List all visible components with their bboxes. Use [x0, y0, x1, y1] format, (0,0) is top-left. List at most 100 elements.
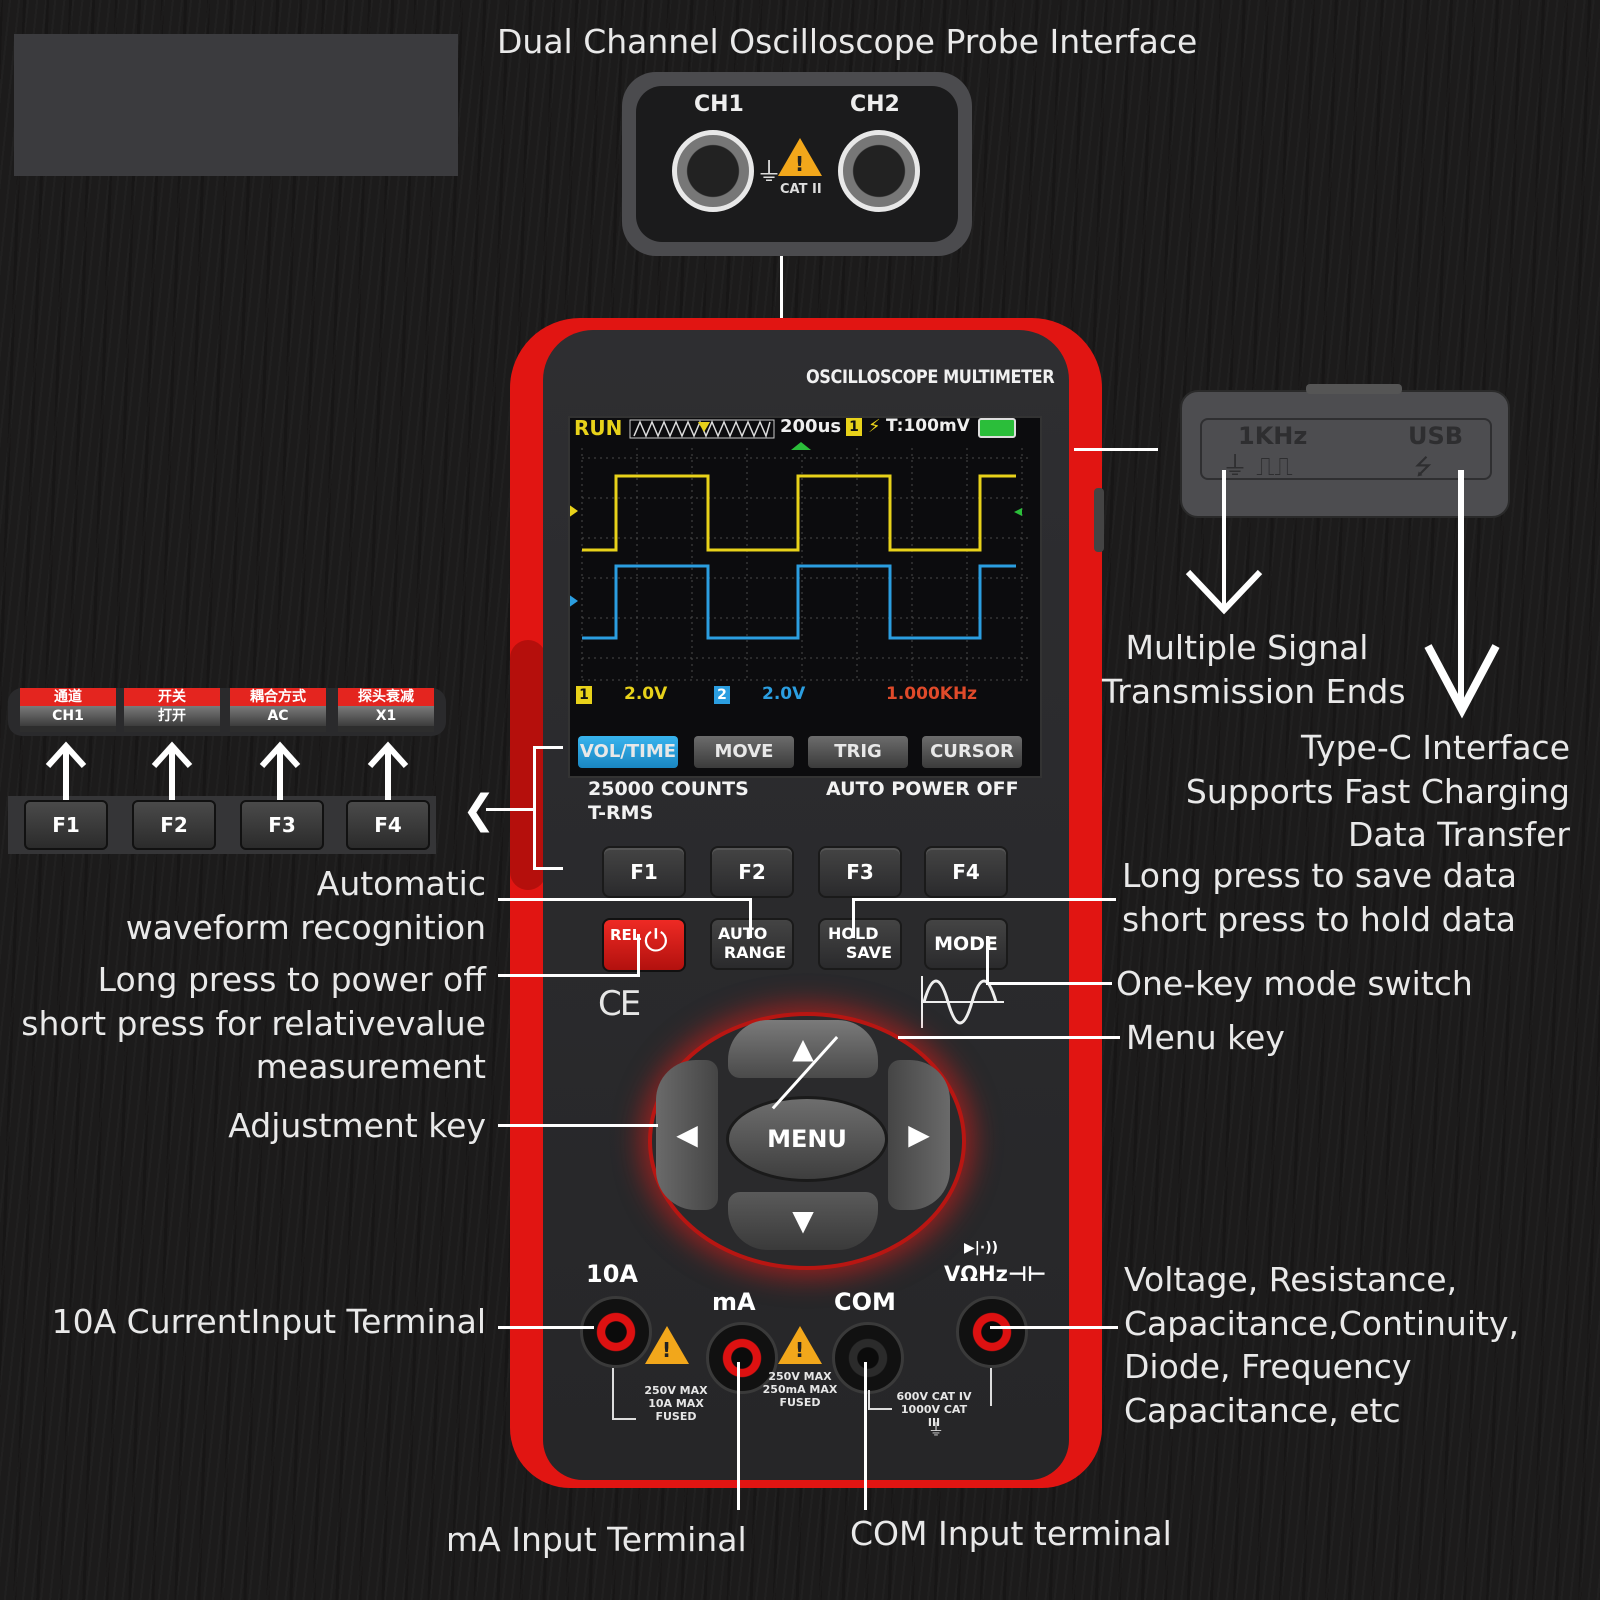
callout-multiple-signal: Multiple Signal Transmission Ends: [1102, 628, 1406, 711]
softkey-vol-time[interactable]: VOL/TIME: [578, 736, 678, 768]
f3-button[interactable]: F3: [818, 846, 902, 898]
ce-mark: CE: [598, 984, 641, 1024]
auto-range-label-1: AUTO: [718, 924, 768, 943]
ch2-waveform: [582, 564, 1016, 640]
hold-save-button[interactable]: HOLD SAVE: [818, 918, 902, 970]
menu-button[interactable]: MENU: [726, 1096, 888, 1182]
right-arrow-icon: ▶: [908, 1118, 930, 1151]
zoom-f3-button[interactable]: F3: [240, 800, 324, 850]
ch2-scale: 2.0V: [762, 684, 806, 704]
waveform-mode-icon: [921, 976, 1004, 1028]
rel-label: REL: [610, 926, 642, 944]
warning-icon-1: [645, 1326, 689, 1364]
counts-spec: 25000 COUNTS: [588, 778, 749, 800]
square-wave-icon: ⏚ ⎍⎍: [1222, 452, 1293, 482]
softkey-move[interactable]: MOVE: [694, 736, 794, 768]
dpad-right-button[interactable]: ▶: [888, 1060, 950, 1210]
ch1-badge: 1: [576, 686, 592, 704]
callout-10a: 10A CurrentInput Terminal: [51, 1302, 486, 1341]
zoom-up-arrows: [45, 741, 409, 802]
softkey-cursor[interactable]: CURSOR: [922, 736, 1022, 768]
device-title: OSCILLOSCOPE MULTIMETER: [806, 366, 1055, 388]
trigger-channel-badge: 1: [846, 418, 862, 436]
label-v: VΩHz⊣⊢: [944, 1262, 1047, 1286]
ground-symbol-icon: ⏚: [928, 1420, 945, 1439]
side-port-bump: [1094, 488, 1104, 552]
hold-save-label-2: SAVE: [845, 943, 892, 962]
trigger-level: T:100mV: [886, 416, 970, 436]
label-com: COM: [834, 1288, 896, 1316]
label-ma: mA: [712, 1288, 756, 1316]
dpad-up-button[interactable]: ▲: [728, 1020, 878, 1078]
run-status: RUN: [574, 416, 623, 440]
probe-panel: CH1 CH2 ⏚ ! CAT II: [622, 72, 972, 256]
left-arrow-icon: ◀: [676, 1118, 698, 1151]
down-arrow-icon: ▼: [792, 1204, 814, 1237]
ground-icon: ⏚: [756, 158, 783, 188]
zoom-f4-button[interactable]: F4: [346, 800, 430, 850]
auto-power-spec: AUTO POWER OFF: [826, 778, 1019, 800]
f1-button[interactable]: F1: [602, 846, 686, 898]
device-side-grip-left: [510, 640, 546, 890]
dpad-down-button[interactable]: ▼: [728, 1192, 878, 1250]
callout-com-input: COM Input terminal: [850, 1514, 1172, 1553]
callout-ma-input: mA Input Terminal: [446, 1520, 747, 1559]
trms-spec: T-RMS: [588, 802, 654, 824]
down-arrow-icon-1: [1185, 569, 1263, 615]
label-10a: 10A: [586, 1260, 638, 1288]
diode-continuity-icon: ▶|·)): [964, 1240, 998, 1256]
label-1khz: 1KHz: [1238, 422, 1308, 450]
mode-button[interactable]: MODE: [924, 918, 1008, 970]
callout-menu-key: Menu key: [1126, 1018, 1285, 1057]
jack-v-ohm-hz[interactable]: [956, 1296, 1028, 1368]
jack-ma[interactable]: [706, 1322, 778, 1394]
usb-icon: ⭍: [1414, 455, 1433, 480]
ch1-bnc-connector[interactable]: [672, 130, 754, 212]
auto-range-label-2: RANGE: [723, 943, 786, 962]
dpad-left-button[interactable]: ◀: [656, 1060, 718, 1210]
trigger-edge-icon: ⚡: [868, 416, 881, 437]
rel-power-button[interactable]: REL ⏻: [602, 918, 686, 972]
arrow-left-icon: ❮: [462, 787, 496, 833]
zoom-f2-button[interactable]: F2: [132, 800, 216, 850]
zoom-f1-button[interactable]: F1: [24, 800, 108, 850]
zoom-tab-2: 开关打开: [124, 688, 220, 732]
softkey-trig[interactable]: TRIG: [808, 736, 908, 768]
display-screen: RUN 200us 1 ⚡ T:100mV 1 2.0V 2 2.0V 1.00…: [568, 416, 1042, 778]
jack-com[interactable]: [832, 1322, 904, 1394]
frequency-readout: 1.000KHz: [886, 684, 978, 704]
ch2-bnc-connector[interactable]: [838, 130, 920, 212]
power-icon: ⏻: [644, 924, 668, 959]
auto-range-button[interactable]: AUTO RANGE: [710, 918, 794, 970]
up-arrow-icon: ▲: [792, 1032, 814, 1065]
usb-port-panel: 1KHz USB ⏚ ⎍⎍ ⭍: [1180, 384, 1510, 518]
top-caption: Dual Channel Oscilloscope Probe Interfac…: [497, 22, 1198, 61]
callout-voltage: Voltage, Resistance, Capacitance,Continu…: [1124, 1260, 1519, 1430]
battery-icon: [978, 418, 1016, 438]
jack-10a[interactable]: [580, 1296, 652, 1368]
callout-auto-wave: Automatic waveform recognition: [125, 864, 486, 947]
ch1-waveform: [582, 474, 1016, 552]
timebase: 200us: [780, 416, 842, 437]
warning-icon: [778, 138, 822, 176]
redacted-logo-block: [14, 34, 458, 176]
ch2-badge: 2: [714, 686, 730, 704]
callout-one-key-mode: One-key mode switch: [1116, 964, 1473, 1003]
ch2-label: CH2: [850, 92, 900, 117]
label-usb: USB: [1408, 422, 1464, 450]
callout-power-off: Long press to power off short press for …: [21, 960, 486, 1087]
f2-button[interactable]: F2: [710, 846, 794, 898]
f4-button[interactable]: F4: [924, 846, 1008, 898]
callout-long-press-save: Long press to save data short press to h…: [1122, 856, 1518, 939]
warning-icon-2: [778, 1326, 822, 1364]
callout-typec: Type-C Interface Supports Fast Charging …: [1185, 728, 1570, 855]
down-arrow-icon-2: [1424, 644, 1500, 719]
ch1-label: CH1: [694, 92, 744, 117]
ch1-scale: 2.0V: [624, 684, 668, 704]
